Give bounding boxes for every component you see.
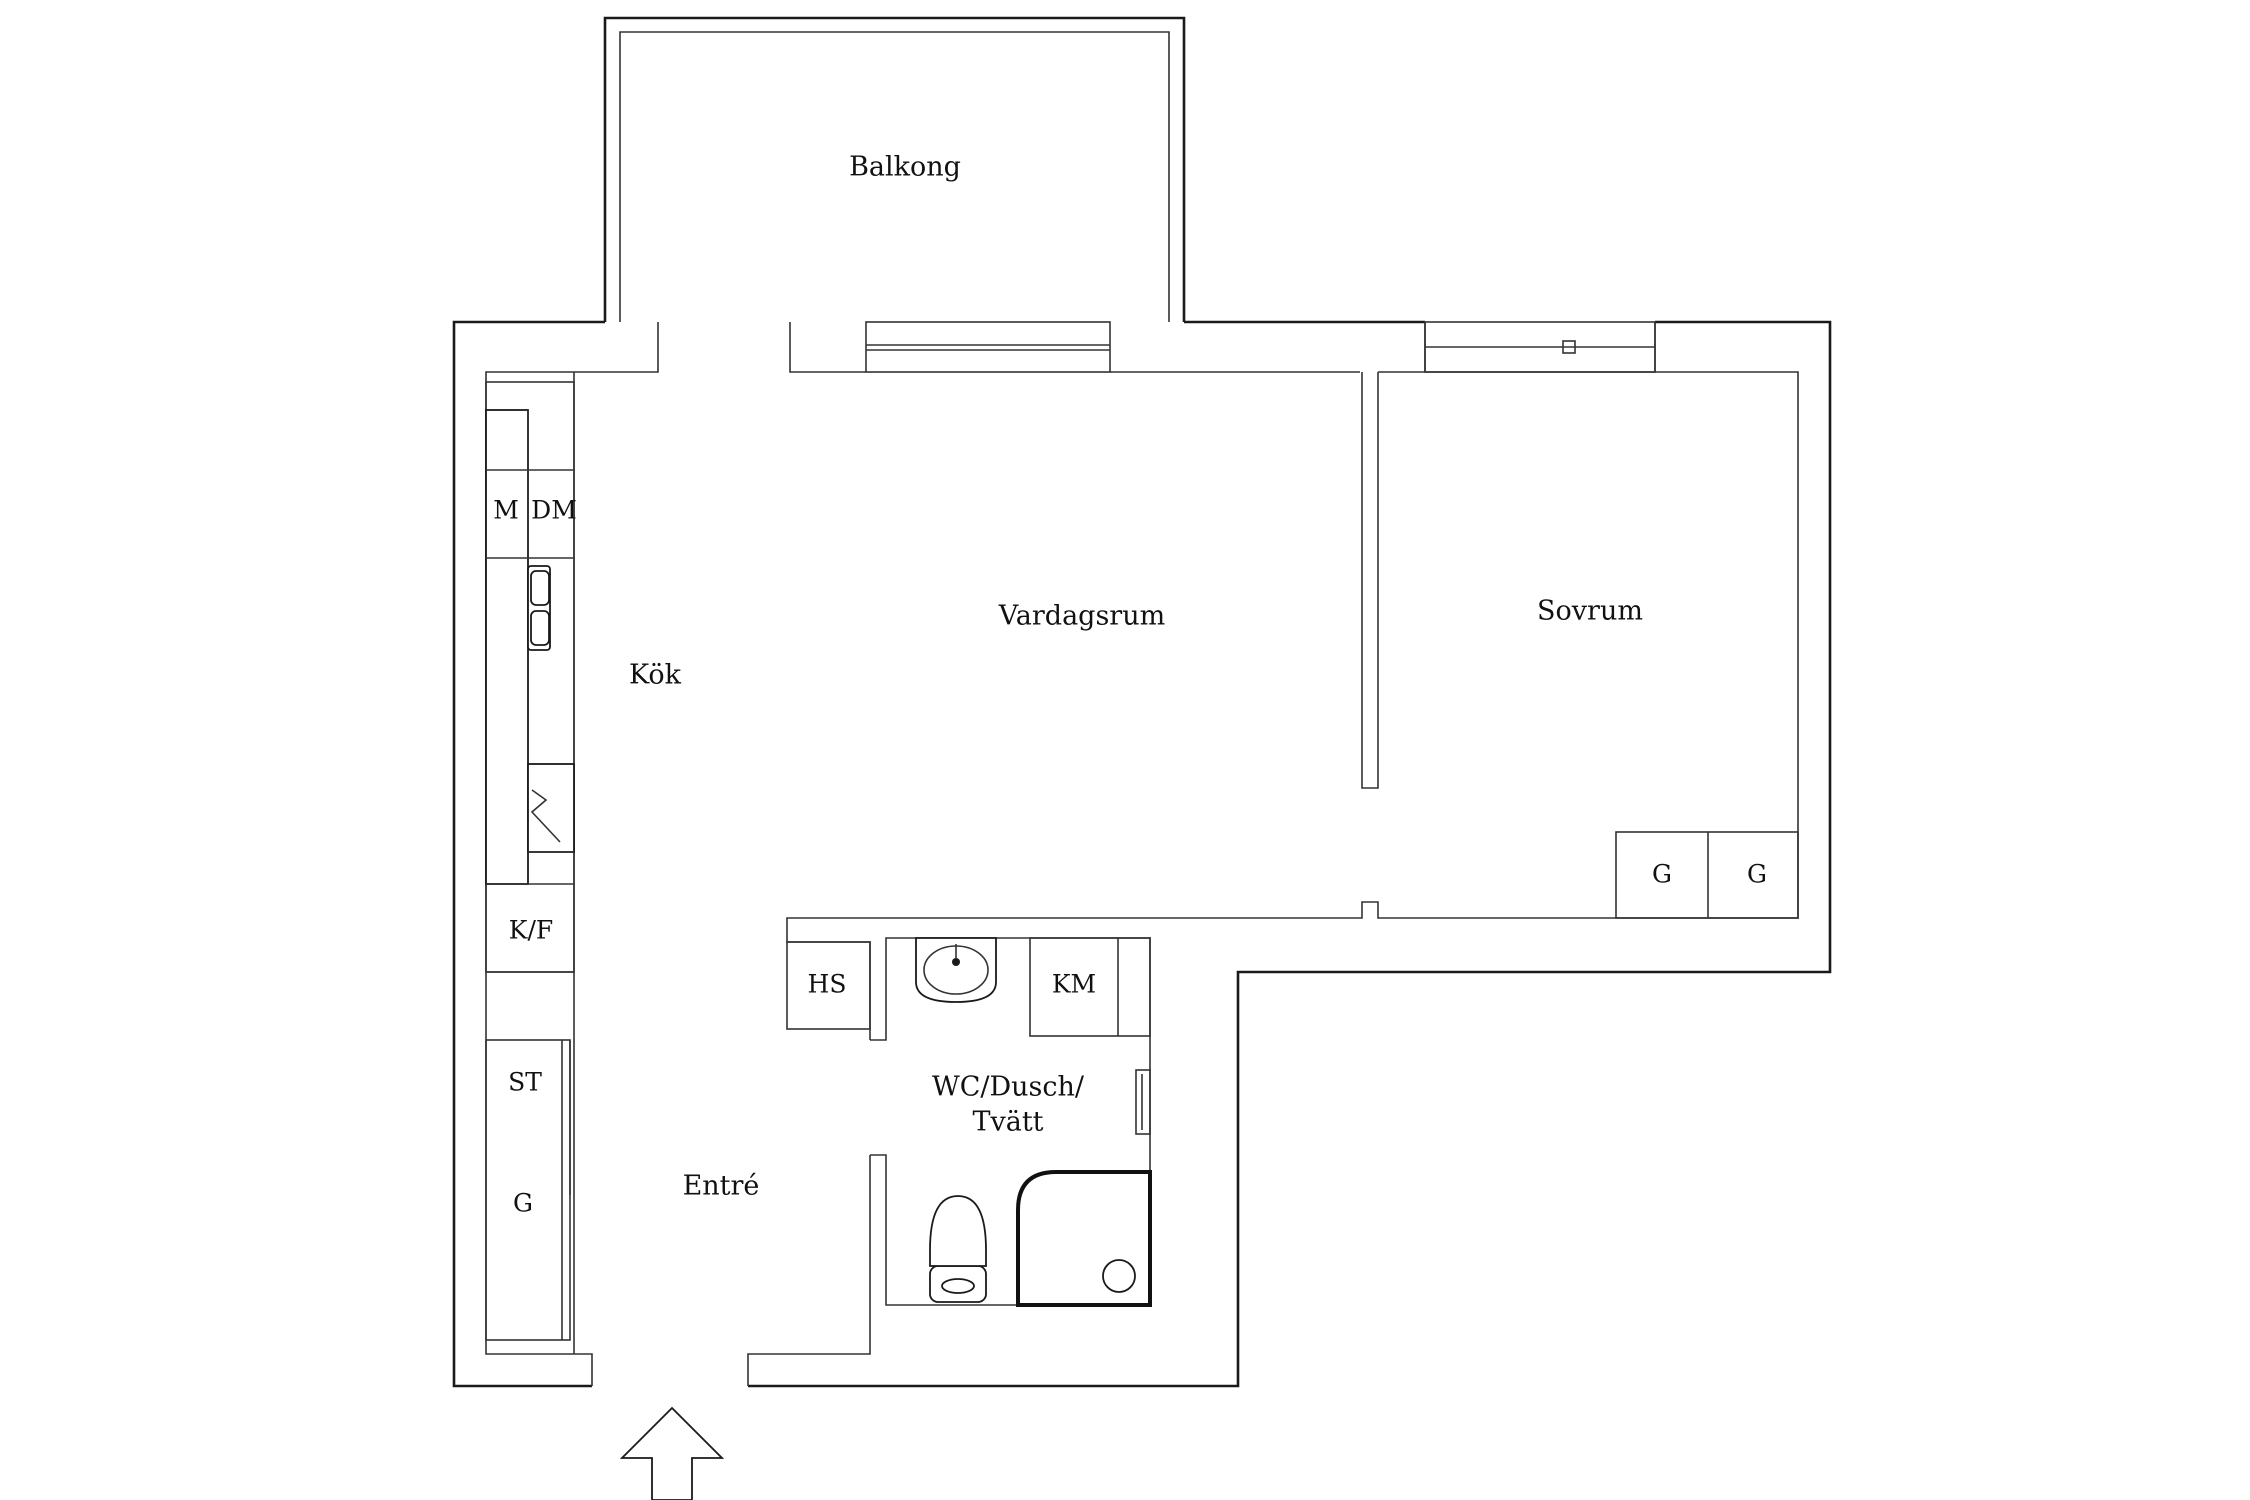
window-living: [865, 321, 1111, 373]
hall-storage: [485, 1039, 571, 1341]
room-label-kok: Kök: [629, 660, 682, 691]
window-bedroom: [1424, 321, 1656, 373]
fixture-label-washing-machine: KM: [1052, 970, 1096, 999]
shower-icon: [1016, 1170, 1152, 1307]
partition-wall: [1361, 372, 1379, 789]
entrance-arrow-icon: [619, 1406, 725, 1500]
fixture-label-microwave: M: [493, 496, 519, 525]
bathroom: [786, 937, 1151, 1306]
room-label-wc-line2: Tvätt: [972, 1107, 1043, 1138]
room-label-balkong: Balkong: [849, 152, 961, 183]
stove-icon: [527, 763, 575, 853]
room-label-vardagsrum: Vardagsrum: [998, 601, 1165, 632]
fixture-label-dishwasher: DM: [531, 496, 577, 525]
room-label-entre: Entré: [683, 1171, 760, 1202]
fixture-label-fridge-freezer: K/F: [509, 916, 553, 945]
kitchen-counter: [485, 381, 575, 973]
outer-walls: [452, 320, 1832, 1388]
sink-icon: [915, 937, 997, 1003]
balcony: [603, 16, 1186, 322]
fixture-label-wardrobe-hall: G: [513, 1189, 533, 1218]
bedroom-wardrobes: [1615, 831, 1799, 919]
fixture-label-storage: ST: [508, 1068, 542, 1097]
kitchen-sink-icon: [527, 565, 551, 651]
fixture-label-hat-shelf: HS: [808, 970, 847, 999]
fixture-label-wardrobe-2: G: [1747, 860, 1767, 889]
room-label-sovrum: Sovrum: [1537, 596, 1643, 627]
fixture-label-wardrobe-1: G: [1652, 860, 1672, 889]
room-label-wc-line1: WC/Dusch/: [932, 1072, 1085, 1103]
toilet-icon: [929, 1195, 987, 1303]
